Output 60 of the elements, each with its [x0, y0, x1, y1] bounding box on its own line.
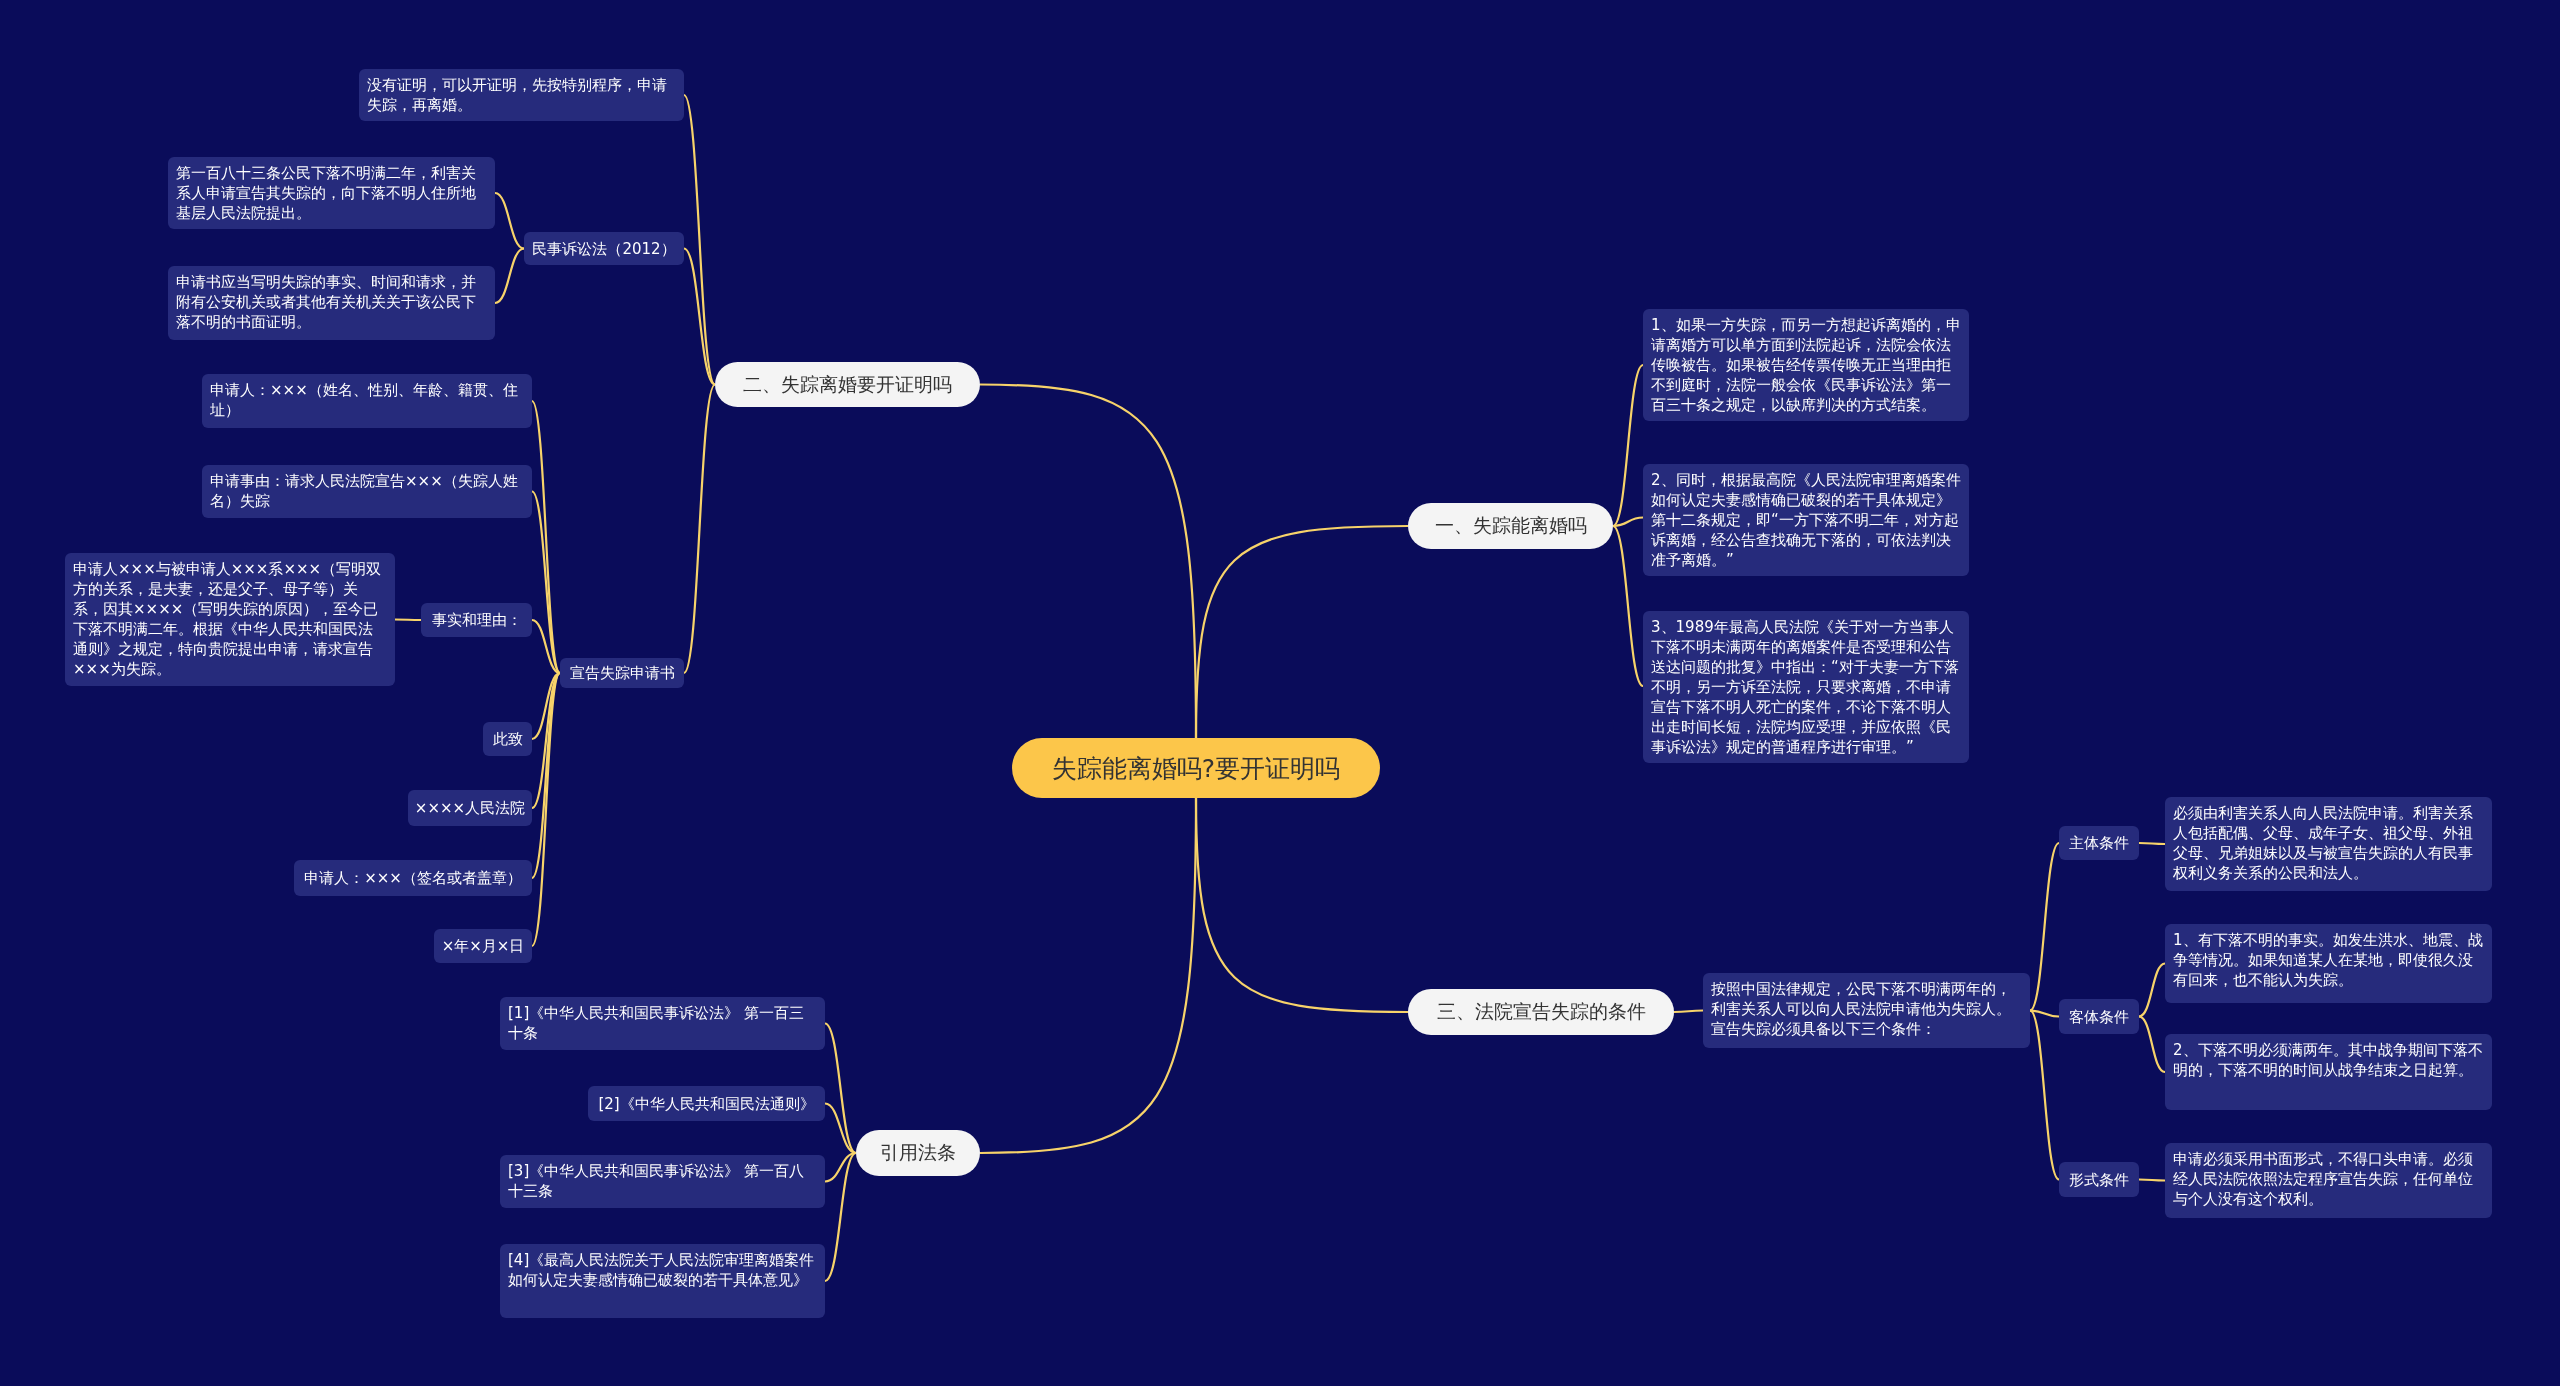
connector-line — [531, 490, 561, 674]
connector-line — [2138, 962, 2166, 1018]
subtopic-label: 申请人：×××（签名或者盖章） — [294, 860, 532, 896]
branch-topic: 引用法条 — [856, 1130, 980, 1176]
subtopic-label: ×年×月×日 — [434, 929, 532, 963]
subtopic-label: 宣告失踪申请书 — [560, 658, 684, 688]
subtopic-label: ××××人民法院 — [408, 790, 532, 826]
connector-line — [395, 618, 421, 622]
connector-line — [2139, 1178, 2165, 1182]
connector-line — [531, 400, 561, 674]
connector-line — [683, 94, 716, 386]
connector-line — [494, 191, 525, 250]
connector-line — [531, 672, 561, 947]
subtopic-label: 民事诉讼法（2012） — [524, 232, 684, 265]
subtopic-label: 事实和理由： — [421, 603, 532, 637]
note-card: 2、同时，根据最高院《人民法院审理离婚案件如何认定夫妻感情确已破裂的若干具体规定》第十二条规定，即“一方下落不明二年，对方起诉离婚，经公告查找确无下落的，可依法判决准予离婚。” — [1643, 464, 1969, 576]
note-card: 1、有下落不明的事实。如发生洪水、地震、战争等情况。如果知道某人在某地，即使很久没有回来，也不能认为失踪。 — [2165, 924, 2492, 1003]
subtopic-label: [2]《中华人民共和国民法通则》 — [588, 1086, 825, 1121]
note-card: [3]《中华人民共和国民事诉讼法》 第一百八十三条 — [500, 1155, 825, 1208]
note-card: 3、1989年最高人民法院《关于对一方当事人下落不明未满两年的离婚案件是否受理和公告送达问题的批复》中指出：“对于夫妻一方下落不明，另一方诉至法院，只要求离婚，不申请宣告下落不明人死亡的案件，不论下落不明人出走时间长短，法院均应受理，并应依照《民事诉讼法》规定的普通程序进行审理。” — [1643, 611, 1969, 763]
connector-line — [824, 1151, 857, 1183]
central-topic: 失踪能离婚吗?要开证明吗 — [1012, 738, 1380, 798]
subtopic-label: 客体条件 — [2059, 999, 2139, 1034]
note-card: 申请人×××与被申请人×××系×××（写明双方的关系，是夫妻，还是父子、母子等）关系，因其××××（写明失踪的原因），至今已下落不明满二年。根据《中华人民共和国民法通则》之规定，特向贵院提出申请，请求宣告×××为失踪。 — [65, 553, 395, 686]
note-card: 申请事由：请求人民法院宣告×××（失踪人姓名）失踪 — [202, 465, 532, 518]
note-card: 没有证明，可以开证明，先按特别程序，申请失踪，再离婚。 — [359, 69, 684, 121]
connector-line — [1674, 1009, 1703, 1014]
note-card: 申请必须采用书面形式，不得口头申请。必须经人民法院依照法定程序宣告失踪，任何单位与个人没有这个权利。 — [2165, 1143, 2492, 1218]
note-card: 必须由利害关系人向人民法院申请。利害关系人包括配偶、父母、成年子女、祖父母、外祖父母、兄弟姐妹以及与被宣告失踪的人有民事权利义务关系的公民和法人。 — [2165, 797, 2492, 891]
connector-line — [2029, 1009, 2060, 1181]
connector-line — [683, 383, 716, 674]
connector-line — [824, 1022, 857, 1154]
connector-line — [2029, 1009, 2060, 1018]
connector-line — [1612, 516, 1644, 528]
connector-line — [824, 1152, 857, 1282]
note-card: 按照中国法律规定，公民下落不明满两年的，利害关系人可以向人民法院申请他为失踪人。宣告失踪必须具备以下三个条件： — [1703, 973, 2030, 1048]
branch-topic: 一、失踪能离婚吗 — [1408, 503, 1613, 549]
subtopic-label: 主体条件 — [2059, 826, 2139, 860]
note-card: 申请书应当写明失踪的事实、时间和请求，并附有公安机关或者其他有关机关关于该公民下落不明的书面证明。 — [168, 266, 495, 340]
connector-line — [979, 383, 1198, 738]
note-card: 2、下落不明必须满两年。其中战争期间下落不明的，下落不明的时间从战争结束之日起算。 — [2165, 1034, 2492, 1110]
note-card: 1、如果一方失踪，而另一方想起诉离婚的，申请离婚方可以单方面到法院起诉，法院会依法传唤被告。如果被告经传票传唤无正当理由拒不到庭时，法院一般会依《民事诉讼法》第一百三十条之规定，以缺席判决的方式结案。 — [1643, 309, 1969, 421]
connector-line — [494, 247, 525, 305]
connector-line — [2138, 1015, 2166, 1074]
note-card: 申请人：×××（姓名、性别、年龄、籍贯、住址） — [202, 374, 532, 428]
branch-topic: 三、法院宣告失踪的条件 — [1408, 989, 1674, 1035]
subtopic-label: 形式条件 — [2059, 1162, 2139, 1197]
connector-line — [1612, 525, 1644, 687]
connector-line — [531, 618, 561, 675]
connector-line — [979, 798, 1198, 1155]
note-card: [1]《中华人民共和国民事诉讼法》 第一百三十条 — [500, 997, 825, 1050]
branch-topic: 二、失踪离婚要开证明吗 — [715, 362, 980, 407]
connector-line — [824, 1102, 857, 1155]
connector-line — [1612, 364, 1644, 527]
note-card: 第一百八十三条公民下落不明满二年，利害关系人申请宣告其失踪的，向下落不明人住所地基层人民法院提出。 — [168, 157, 495, 229]
subtopic-label: 此致 — [483, 722, 532, 756]
connector-line — [2029, 842, 2060, 1012]
connector-line — [683, 247, 716, 386]
note-card: [4]《最高人民法院关于人民法院审理离婚案件如何认定夫妻感情确已破裂的若干具体意见》 — [500, 1244, 825, 1318]
connector-line — [2139, 841, 2165, 846]
